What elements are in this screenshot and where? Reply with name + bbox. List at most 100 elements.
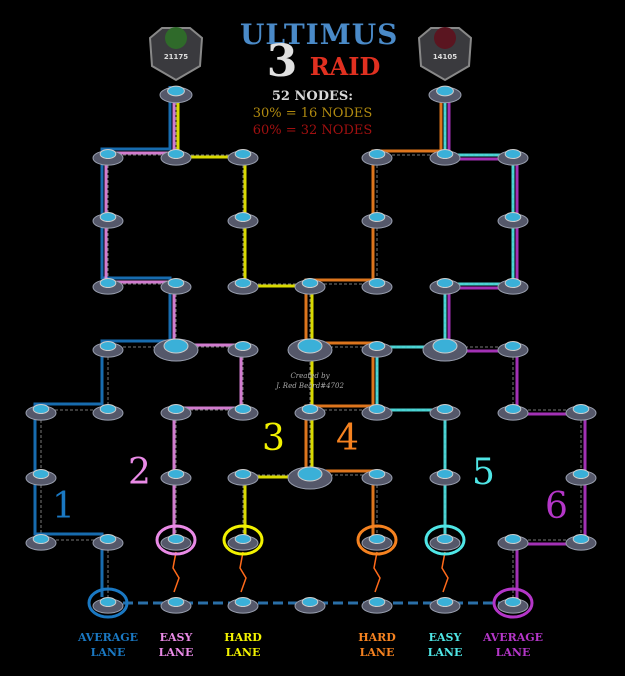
path-node-core	[99, 148, 117, 160]
path-node-core	[504, 148, 522, 160]
lane-5-start-ring	[424, 524, 466, 556]
lane-label-5-top: EASY	[428, 631, 462, 644]
path-node-core	[99, 596, 117, 608]
lane-label-4-top: HARD	[358, 631, 396, 644]
lightning-link	[172, 551, 180, 593]
boss-rating-right: 14105	[432, 53, 458, 61]
raid-title: ULTIMUS	[240, 18, 399, 51]
raid-subtitle: RAID	[309, 52, 381, 81]
lane-label-1: AVERAGE LANE	[73, 630, 143, 660]
boss-rating-left: 21175	[163, 53, 189, 61]
lane-number-5: 5	[472, 452, 495, 493]
path-node-core	[572, 403, 590, 415]
path-node-core	[368, 148, 386, 160]
path-node-core	[368, 596, 386, 608]
path-node-core	[234, 211, 252, 223]
path-node-core	[436, 596, 454, 608]
path-node-core	[234, 533, 252, 545]
lane-label-2: EASY LANE	[141, 630, 211, 660]
lane-label-6-bottom: LANE	[495, 646, 531, 659]
lane-label-4-bottom: LANE	[359, 646, 395, 659]
path-node-core	[504, 403, 522, 415]
lane-label-4: HARD LANE	[342, 630, 412, 660]
path-node-core	[368, 340, 386, 352]
boss-shield-left	[148, 27, 204, 82]
mini-boss-node-core	[163, 338, 189, 354]
path-node-core	[167, 596, 185, 608]
total-nodes: 52 NODES:	[271, 89, 354, 104]
path-node-core	[234, 403, 252, 415]
lane-label-2-bottom: LANE	[158, 646, 194, 659]
path-node-core	[504, 596, 522, 608]
lane-label-5-bottom: LANE	[427, 646, 463, 659]
path-node-core	[234, 148, 252, 160]
lane-6-start-ring	[492, 587, 534, 619]
path-node-core	[99, 340, 117, 352]
path-node-core	[99, 211, 117, 223]
lane-1-start-ring	[87, 587, 129, 619]
thirty-percent-nodes: 30% = 16 NODES	[252, 106, 373, 121]
lane-number-1: 1	[52, 486, 75, 527]
path-node-core	[301, 277, 319, 289]
lane-4-start-ring	[356, 524, 398, 556]
path-node-core	[368, 533, 386, 545]
lane-number-4: 4	[336, 418, 359, 459]
path-node-core	[167, 277, 185, 289]
path-node-core	[436, 533, 454, 545]
path-node-core	[368, 277, 386, 289]
boss-portrait-right	[434, 27, 456, 49]
path-node-core	[504, 211, 522, 223]
path-node-core	[368, 211, 386, 223]
lane-3-start-ring	[222, 524, 264, 556]
path-node-core	[572, 468, 590, 480]
path-node-core	[167, 148, 185, 160]
path-node-core	[167, 468, 185, 480]
lane-number-3: 3	[262, 418, 285, 459]
path-node-core	[504, 340, 522, 352]
path-node-core	[167, 533, 185, 545]
lightning-link	[373, 551, 381, 593]
path-node-core	[436, 468, 454, 480]
lane-label-3-top: HARD	[224, 631, 262, 644]
path-node-core	[99, 403, 117, 415]
credit-line1: Created by	[290, 372, 330, 380]
raid-number: 3	[266, 36, 298, 87]
boss-portrait-left	[165, 27, 187, 49]
lane-label-2-top: EASY	[159, 631, 193, 644]
path-node-core	[436, 277, 454, 289]
mini-boss-node-core	[432, 338, 458, 354]
path-node-core	[32, 533, 50, 545]
path-node-core	[301, 596, 319, 608]
lane-number-6: 6	[545, 486, 568, 527]
path-node-core	[234, 340, 252, 352]
path-node-core	[368, 468, 386, 480]
path-node-core	[301, 403, 319, 415]
mini-boss-node-core	[297, 466, 323, 482]
lane-label-1-bottom: LANE	[90, 646, 126, 659]
lane-label-1-top: AVERAGE	[77, 631, 139, 644]
path-node-core	[572, 533, 590, 545]
lightning-link	[239, 551, 247, 593]
path-node-core	[436, 403, 454, 415]
lane-label-6-top: AVERAGE	[482, 631, 544, 644]
boss-node-right-core	[436, 85, 454, 97]
lane-2-start-ring	[155, 524, 197, 556]
sixty-percent-nodes: 60% = 32 NODES	[252, 123, 373, 138]
lightning-link	[441, 551, 449, 593]
path-node-core	[234, 596, 252, 608]
lane-label-6: AVERAGE LANE	[478, 630, 548, 660]
path-node-core	[436, 148, 454, 160]
path-node-core	[99, 277, 117, 289]
path-node-core	[504, 533, 522, 545]
lane-6-path	[447, 96, 587, 607]
lane-label-5: EASY LANE	[410, 630, 480, 660]
boss-shield-right	[417, 27, 473, 82]
path-node-core	[32, 468, 50, 480]
path-node-core	[99, 533, 117, 545]
path-node-core	[504, 277, 522, 289]
path-node-core	[234, 277, 252, 289]
path-node-core	[167, 403, 185, 415]
boss-node-left-core	[167, 85, 185, 97]
mini-boss-node-core	[297, 338, 323, 354]
